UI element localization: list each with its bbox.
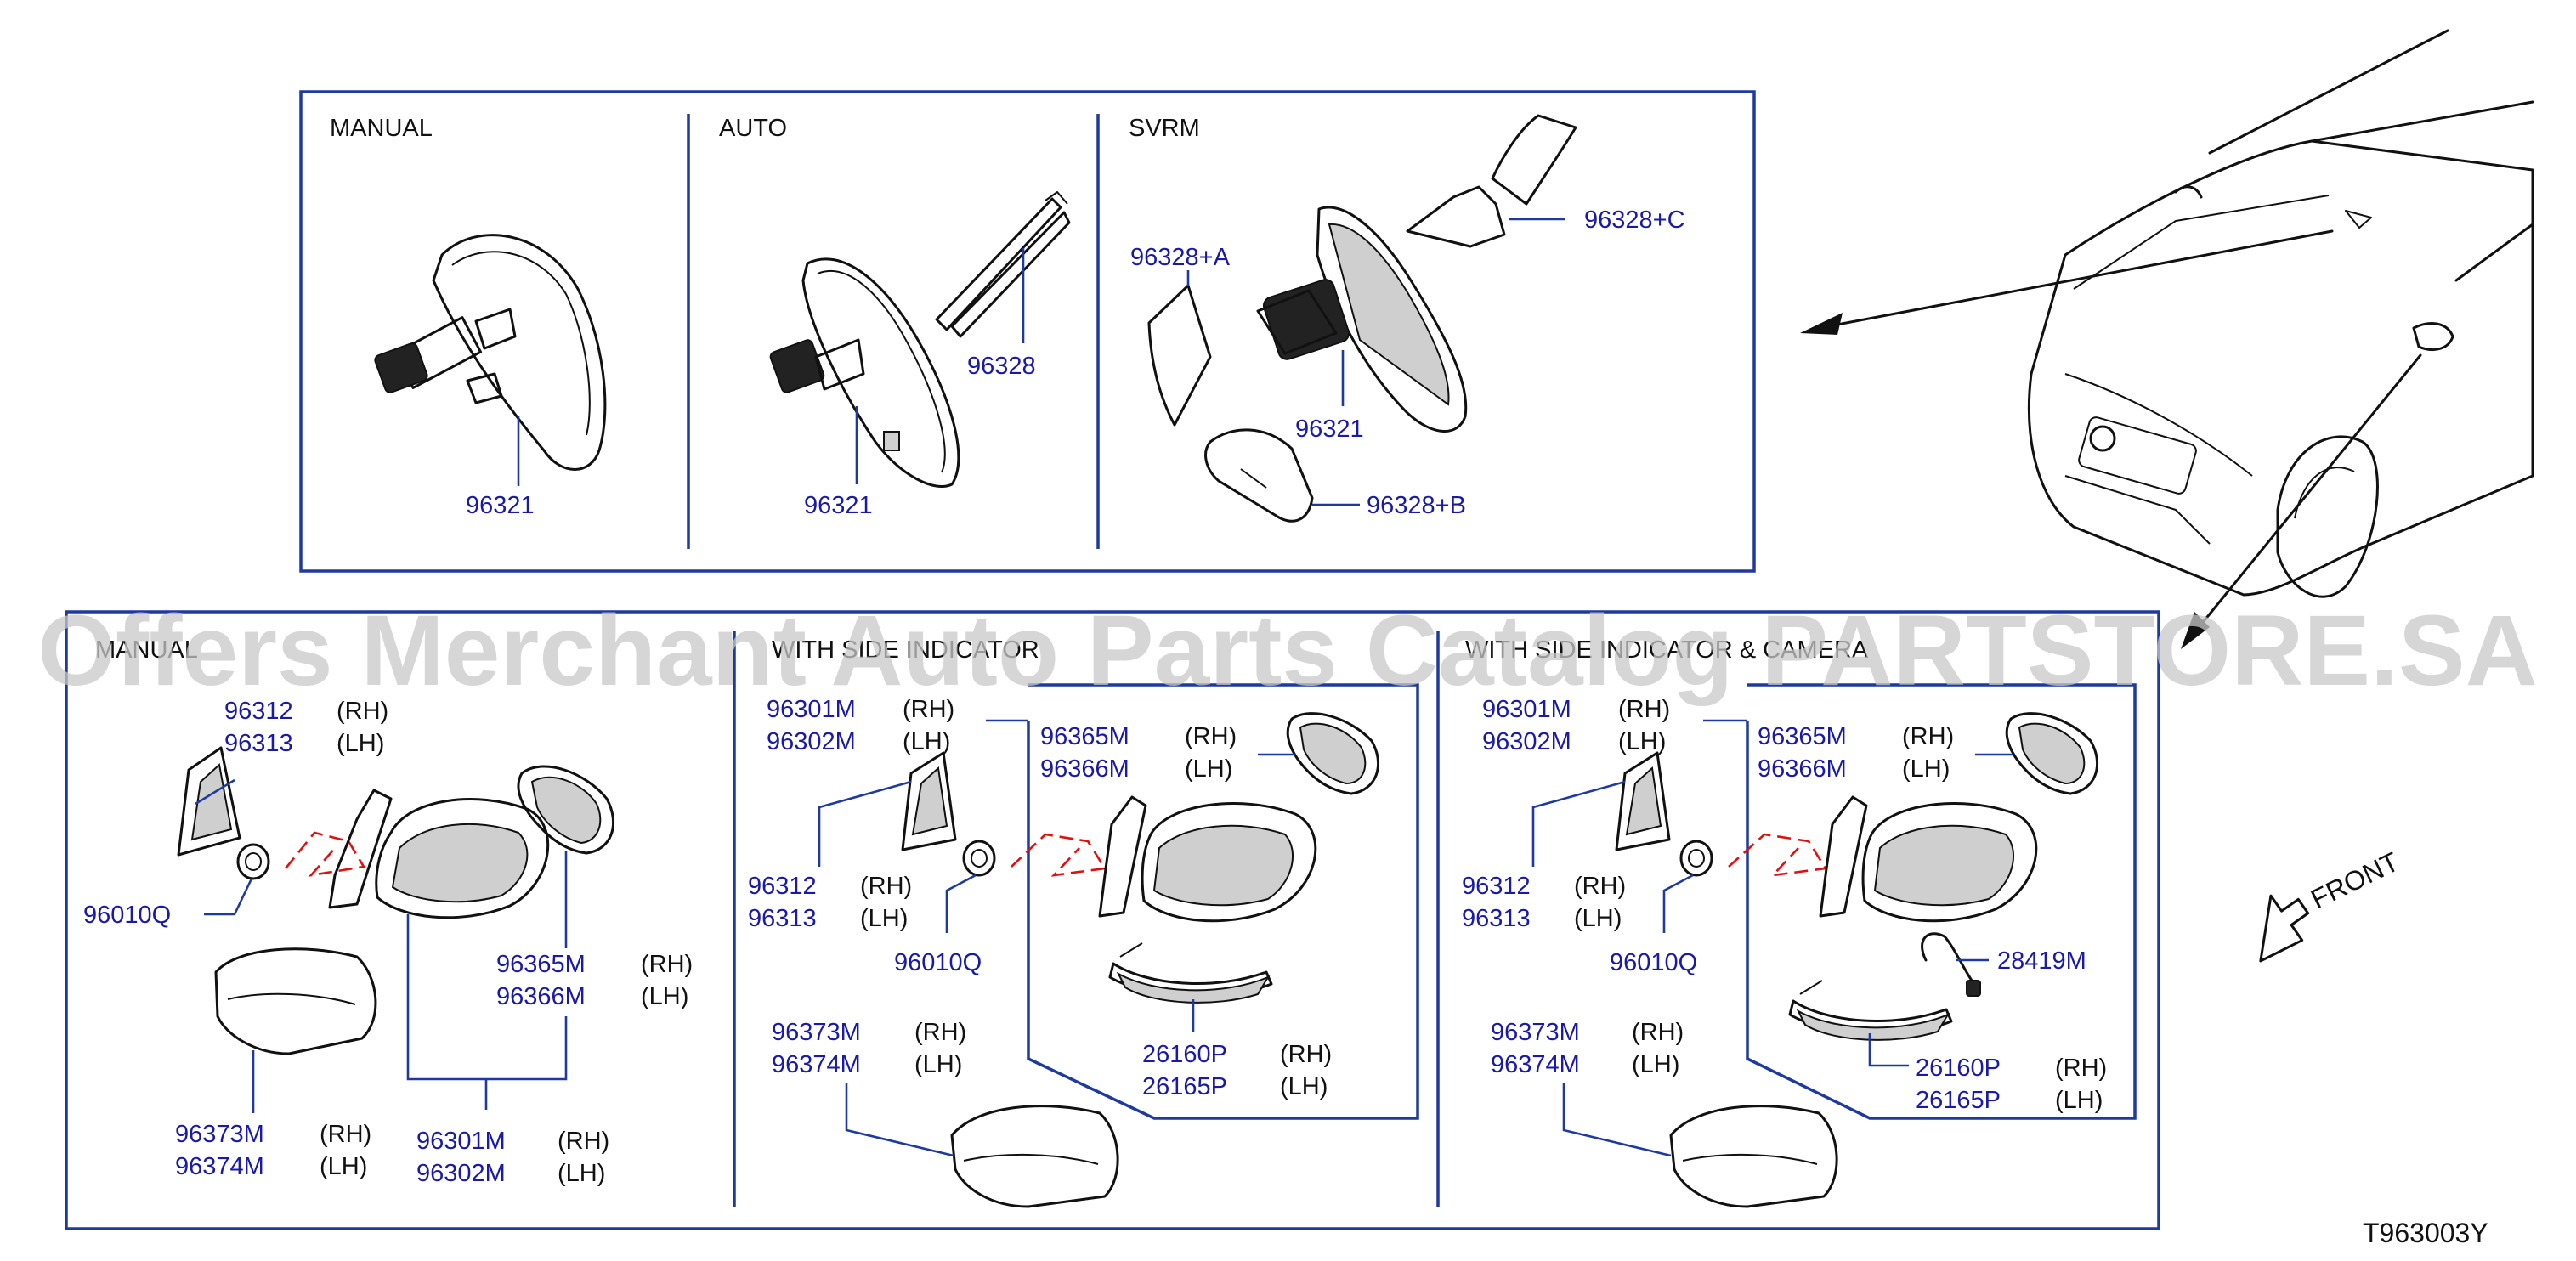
part-96374m-camera: 96374M bbox=[1491, 1051, 1580, 1078]
side-rh-96301m-camera: (RH) bbox=[1618, 696, 1670, 723]
part-96301m-manual: 96301M bbox=[416, 1128, 506, 1155]
side-lh-96366m-camera: (LH) bbox=[1902, 755, 1950, 783]
side-rh-96365m-indicator: (RH) bbox=[1185, 723, 1237, 750]
side-rh-96312-manual: (RH) bbox=[337, 698, 388, 725]
side-rh-26160p-camera: (RH) bbox=[2055, 1055, 2107, 1082]
part-96301m-camera: 96301M bbox=[1482, 696, 1571, 723]
side-rh-26160p-indicator: (RH) bbox=[1280, 1041, 1332, 1068]
part-96366m-manual: 96366M bbox=[496, 983, 586, 1010]
part-96328-a: 96328+A bbox=[1130, 244, 1231, 271]
heading-rearview-auto: AUTO bbox=[719, 115, 787, 142]
rearview-manual-mirror-drawing bbox=[374, 234, 607, 471]
part-96010q-camera: 96010Q bbox=[1610, 949, 1697, 976]
part-96373m-manual: 96373M bbox=[175, 1121, 264, 1148]
rearview-mirror-frame bbox=[299, 90, 1756, 573]
vehicle-illustration bbox=[2028, 29, 2534, 598]
heading-rearview-manual: MANUAL bbox=[330, 115, 433, 142]
part-96312-indicator: 96312 bbox=[748, 873, 817, 900]
front-label: FRONT bbox=[2306, 846, 2403, 915]
part-96365m-manual: 96365M bbox=[496, 951, 586, 978]
side-rh-96373m-manual: (RH) bbox=[320, 1121, 371, 1148]
part-96301m-indicator: 96301M bbox=[767, 696, 856, 723]
part-96373m-camera: 96373M bbox=[1491, 1019, 1580, 1046]
side-lh-26165p-indicator: (LH) bbox=[1280, 1073, 1328, 1100]
side-rh-96312-camera: (RH) bbox=[1574, 873, 1626, 900]
side-rh-96373m-camera: (RH) bbox=[1632, 1019, 1684, 1046]
part-26160p-camera: 26160P bbox=[1916, 1055, 2001, 1082]
rearview-auto-mirror-drawing bbox=[769, 191, 1071, 489]
part-96321-manual: 96321 bbox=[466, 492, 535, 519]
side-lh-96374m-manual: (LH) bbox=[320, 1153, 367, 1180]
pointer-line-rearview bbox=[1809, 229, 2334, 331]
heading-door-camera: WITH SIDE INDICATOR & CAMERA bbox=[1465, 636, 1869, 664]
part-96328-b: 96328+B bbox=[1367, 492, 1466, 519]
side-lh-96302m-manual: (LH) bbox=[558, 1160, 605, 1187]
part-96010q-manual: 96010Q bbox=[83, 902, 171, 929]
part-96328-c: 96328+C bbox=[1584, 206, 1685, 234]
diagram-code: T963003Y bbox=[2363, 1218, 2488, 1248]
part-96321-svrm: 96321 bbox=[1295, 416, 1364, 443]
side-lh-26165p-camera: (LH) bbox=[2055, 1087, 2103, 1114]
door-camera-mirror-drawing bbox=[1615, 712, 2099, 1208]
indicator-assy-outline bbox=[1027, 683, 1419, 1120]
part-96366m-camera: 96366M bbox=[1758, 755, 1847, 783]
part-96365m-indicator: 96365M bbox=[1040, 723, 1129, 750]
watermark: Offers Merchant Auto Parts Catalog PARTS… bbox=[37, 595, 2538, 707]
part-96302m-manual: 96302M bbox=[416, 1160, 506, 1187]
part-96328-auto: 96328 bbox=[967, 353, 1036, 380]
side-lh-96313-camera: (LH) bbox=[1574, 905, 1622, 932]
part-96312-manual: 96312 bbox=[224, 698, 293, 725]
door-indicator-mirror-drawing bbox=[901, 712, 1380, 1208]
side-rh-96301m-indicator: (RH) bbox=[903, 696, 954, 723]
side-lh-96366m-indicator: (LH) bbox=[1185, 755, 1232, 783]
heading-rearview-svrm: SVRM bbox=[1129, 115, 1200, 142]
side-lh-96302m-indicator: (LH) bbox=[903, 728, 950, 755]
part-96010q-indicator: 96010Q bbox=[894, 949, 982, 976]
side-lh-96302m-camera: (LH) bbox=[1618, 728, 1666, 755]
side-lh-96374m-indicator: (LH) bbox=[914, 1051, 962, 1078]
pointer-arrow-rearview bbox=[1800, 313, 1843, 335]
door-mirror-frame bbox=[65, 610, 2160, 1230]
side-lh-96313-manual: (LH) bbox=[337, 730, 384, 757]
side-lh-96313-indicator: (LH) bbox=[860, 905, 908, 932]
side-rh-96365m-camera: (RH) bbox=[1902, 723, 1954, 750]
part-96365m-camera: 96365M bbox=[1758, 723, 1847, 750]
camera-assy-outline bbox=[1746, 683, 2137, 1120]
side-lh-96374m-camera: (LH) bbox=[1632, 1051, 1679, 1078]
part-28419m-camera: 28419M bbox=[1997, 947, 2086, 975]
side-rh-96312-indicator: (RH) bbox=[860, 873, 912, 900]
part-96321-auto: 96321 bbox=[804, 492, 873, 519]
side-rh-96365m-manual: (RH) bbox=[641, 951, 693, 978]
side-lh-96366m-manual: (LH) bbox=[641, 983, 688, 1010]
part-96313-manual: 96313 bbox=[224, 730, 293, 757]
heading-door-indicator: WITH SIDE INDICATOR bbox=[772, 636, 1039, 664]
part-96366m-indicator: 96366M bbox=[1040, 755, 1129, 783]
part-96374m-indicator: 96374M bbox=[772, 1051, 861, 1078]
part-96302m-indicator: 96302M bbox=[767, 728, 856, 755]
part-96312-camera: 96312 bbox=[1462, 873, 1531, 900]
part-26165p-indicator: 26165P bbox=[1142, 1073, 1227, 1100]
front-direction-arrow bbox=[2259, 894, 2310, 963]
part-96302m-camera: 96302M bbox=[1482, 728, 1571, 755]
part-96313-camera: 96313 bbox=[1462, 905, 1531, 932]
door-manual-mirror-drawing bbox=[177, 746, 615, 1055]
side-rh-96301m-manual: (RH) bbox=[558, 1128, 609, 1155]
part-26160p-indicator: 26160P bbox=[1142, 1041, 1227, 1068]
pointer-line-door bbox=[2188, 353, 2422, 641]
heading-door-manual: MANUAL bbox=[95, 636, 198, 664]
part-96313-indicator: 96313 bbox=[748, 905, 817, 932]
pointer-arrow-door bbox=[2181, 612, 2210, 649]
part-96373m-indicator: 96373M bbox=[772, 1019, 861, 1046]
part-96374m-manual: 96374M bbox=[175, 1153, 264, 1180]
part-26165p-camera: 26165P bbox=[1916, 1087, 2001, 1114]
side-rh-96373m-indicator: (RH) bbox=[914, 1019, 966, 1046]
svrm-mirror-drawing bbox=[1147, 114, 1577, 523]
